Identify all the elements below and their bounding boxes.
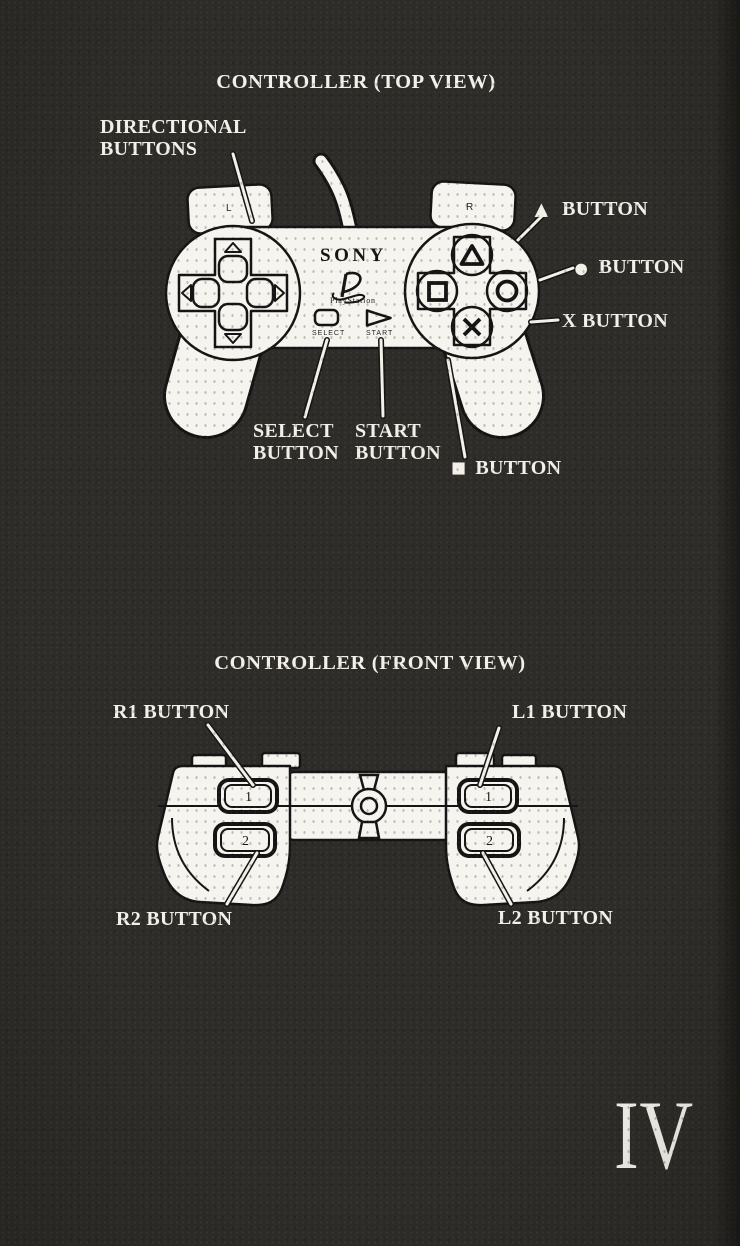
- dpad-up-arrow-icon: [224, 242, 242, 253]
- dpad-right-arrow-icon: [274, 284, 285, 302]
- dpad-down-button: [217, 302, 249, 332]
- l1-button-number: 1: [485, 790, 492, 805]
- top-view-title: CONTROLLER (TOP VIEW): [216, 71, 496, 93]
- circle-callout-line: [538, 266, 575, 282]
- directional-buttons-label: DIRECTIONAL BUTTONS: [100, 116, 247, 160]
- x-glyph-icon: [462, 317, 482, 337]
- l2-button-label: L2 BUTTON: [498, 907, 614, 929]
- start-caption: START: [366, 330, 393, 337]
- directional-label-line2: BUTTONS: [100, 137, 198, 160]
- select-label-line2: BUTTON: [253, 441, 339, 464]
- l2-button-number: 2: [486, 834, 493, 849]
- r2-button-number: 2: [242, 834, 249, 849]
- circle-button: [485, 269, 529, 313]
- l2-callout-line: [481, 851, 513, 906]
- triangle-icon: ▲: [530, 197, 554, 222]
- l2-button: [457, 822, 521, 858]
- sony-logo-text: SONY: [320, 245, 387, 266]
- circle-icon: ●: [573, 253, 590, 283]
- dpad-left-button: [191, 277, 221, 309]
- triangle-callout-line: [516, 214, 544, 242]
- triangle-glyph-icon: [459, 244, 485, 266]
- square-callout-line: [446, 358, 467, 459]
- r1-callout-line: [206, 723, 255, 787]
- x-button: [450, 305, 494, 349]
- callout-lines: [205, 151, 576, 907]
- select-button: [313, 308, 340, 327]
- r2-button: [213, 822, 277, 858]
- dpad-up-button: [217, 254, 249, 284]
- right-grip-crease: [526, 817, 565, 892]
- playstation-logo-icon: [331, 271, 366, 304]
- cable-connector: [350, 773, 388, 840]
- select-caption: SELECT: [312, 330, 345, 337]
- l1-button: [457, 778, 519, 814]
- dpad-down-arrow-icon: [224, 333, 242, 344]
- start-callout-line: [379, 338, 385, 418]
- triangle-button: [450, 233, 494, 277]
- select-label-line1: SELECT: [253, 420, 334, 442]
- l1-callout-line: [478, 726, 501, 787]
- circle-label-text: BUTTON: [598, 256, 685, 279]
- face-button-cross: [416, 235, 528, 347]
- x-button-label: X BUTTON: [562, 310, 668, 332]
- right-shoulder-letter: R: [466, 202, 473, 213]
- page-number: IV: [614, 1081, 694, 1190]
- r1-button-number: 1: [245, 790, 252, 805]
- start-button: [365, 309, 392, 327]
- circle-glyph-icon: [495, 279, 519, 303]
- r2-callout-line: [225, 851, 259, 906]
- left-shoulder-letter: L: [226, 203, 232, 214]
- r1-button-label: R1 BUTTON: [113, 701, 230, 723]
- start-label-line2: BUTTON: [355, 441, 441, 464]
- square-button-label: ■ BUTTON: [451, 455, 562, 482]
- dpad-cross: [177, 237, 289, 349]
- directional-label-line1: DIRECTIONAL: [100, 116, 247, 138]
- top-view-controller-art: L R: [163, 152, 545, 439]
- left-grip-crease: [171, 817, 210, 892]
- front-view-controller-art: 1 2 1 2: [155, 751, 581, 907]
- x-callout-line: [529, 318, 560, 324]
- front-view-title: CONTROLLER (FRONT VIEW): [214, 652, 526, 674]
- dpad-left-arrow-icon: [181, 284, 192, 302]
- start-button-label: START BUTTON: [355, 420, 441, 464]
- playstation-wordmark: PlayStation: [330, 296, 375, 305]
- directional-callout-line: [231, 152, 254, 223]
- triangle-button-label: ▲ BUTTON: [530, 198, 648, 221]
- circle-button-label: ● BUTTON: [573, 253, 685, 283]
- square-label-text: BUTTON: [475, 456, 562, 479]
- square-glyph-icon: [427, 281, 448, 302]
- dpad-right-button: [245, 277, 275, 309]
- square-icon: ■: [451, 455, 467, 482]
- triangle-label-text: BUTTON: [562, 197, 648, 220]
- r2-button-label: R2 BUTTON: [116, 908, 233, 930]
- select-callout-line: [303, 338, 329, 419]
- start-label-line1: START: [355, 420, 422, 442]
- select-button-label: SELECT BUTTON: [253, 420, 339, 464]
- square-button: [415, 269, 459, 313]
- l1-button-label: L1 BUTTON: [512, 701, 628, 723]
